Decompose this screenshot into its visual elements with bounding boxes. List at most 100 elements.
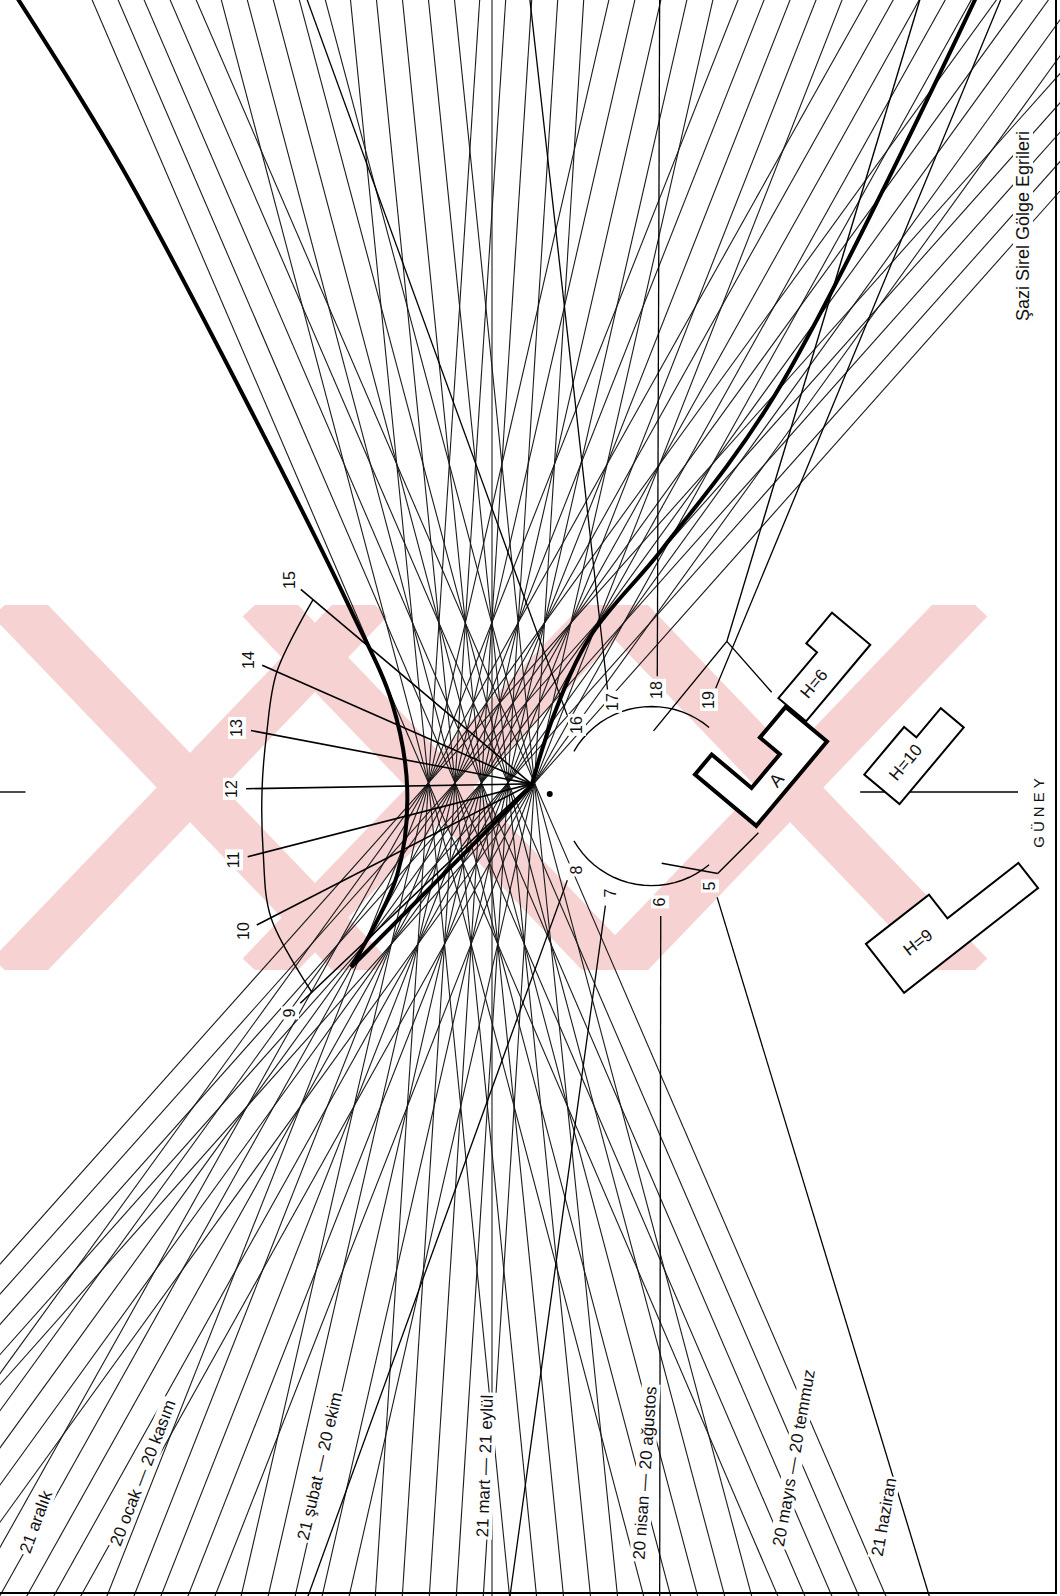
shadow-line (298, 0, 726, 1596)
shadow-line (78, 0, 974, 1596)
hour-number: 6 (651, 895, 669, 908)
hour-number: 14 (240, 649, 258, 671)
guide-line (662, 863, 718, 873)
shadow-line (0, 0, 896, 1596)
hour-number: 18 (648, 679, 666, 701)
shadow-line (483, 0, 584, 1596)
building-plan: H=10 (864, 698, 964, 804)
hour-ray (509, 906, 605, 1596)
hour-arc (262, 600, 313, 993)
shadow-line (376, 0, 537, 1596)
shadow-line (348, 0, 714, 1596)
building-outline (768, 612, 871, 721)
hour-ray (300, 784, 531, 1003)
shadow-line (116, 0, 807, 1596)
hour-ray (257, 784, 532, 925)
shadow-line (24, 0, 922, 1596)
hour-ray (305, 880, 567, 1596)
center-dot (547, 791, 553, 797)
building-plan: H=6 (768, 612, 871, 721)
building-plan: H=9 (866, 839, 1038, 993)
shadow-line (402, 0, 506, 1596)
hour-ray (262, 665, 531, 784)
shadow-line (90, 0, 780, 1596)
hour-ray (248, 784, 532, 857)
envelope-curve (15, 0, 407, 967)
building-outline (866, 839, 1038, 993)
date-label: 20 nisan — 20 ağustos (630, 1384, 661, 1563)
shadow-line (402, 0, 564, 1596)
hour-circle (574, 706, 709, 751)
shadow-line (51, 0, 948, 1596)
author-credit: Şazi Sirel Gölge Egrileri (1013, 129, 1033, 323)
hour-ray (717, 897, 931, 1596)
shadow-line (220, 0, 645, 1596)
shadow-line (168, 0, 861, 1596)
guide-line (0, 791, 25, 792)
hour-number: 13 (228, 717, 246, 739)
hour-circle (574, 841, 709, 886)
shadow-line (428, 0, 591, 1596)
hour-number: 16 (568, 714, 586, 736)
hour-ray (657, 0, 659, 676)
shadow-line (194, 0, 888, 1596)
shadow-line (246, 0, 672, 1596)
shadow-line (0, 0, 1026, 1596)
date-label: 20 mayıs — 20 temmuz (769, 1366, 820, 1550)
hour-ray (305, 0, 567, 715)
hour-ray (660, 916, 661, 1596)
shadow-line (132, 0, 766, 1596)
hour-number: 9 (281, 1006, 299, 1019)
building-outline (864, 698, 964, 804)
hour-number: 19 (700, 689, 718, 711)
hour-number: 15 (281, 569, 299, 591)
building-outline-svg (866, 839, 1038, 993)
hour-ray (301, 589, 532, 784)
hour-number: 17 (604, 692, 622, 714)
shadow-line (0, 0, 1000, 1596)
shadow-line (375, 0, 480, 1596)
shadow-line (0, 0, 870, 1596)
shadow-line (272, 0, 699, 1596)
envelope-curve (531, 0, 977, 786)
shadow-line (213, 0, 844, 1596)
hour-number: 10 (235, 921, 253, 943)
hour-ray (716, 0, 1003, 688)
hour-number: 12 (223, 778, 241, 800)
date-label: 20 ocak — 20 kasım (105, 1395, 180, 1550)
hour-number: 7 (602, 886, 620, 899)
shadow-line (142, 0, 834, 1596)
hour-number: 8 (568, 864, 586, 877)
building-outline (695, 691, 827, 827)
shadow-line (240, 0, 610, 1596)
date-label: 21 haziran (867, 1474, 900, 1559)
hour-number: 5 (701, 879, 719, 892)
date-label: 21 aralık (15, 1486, 57, 1558)
guide-line (727, 0, 921, 641)
direction-label: GÜNEY (1030, 773, 1047, 850)
guide-line (718, 833, 759, 874)
envelope-curve (351, 786, 531, 967)
shadow-line (105, 0, 740, 1596)
hour-number: 11 (225, 850, 243, 871)
date-label: 21 şubat — 20 ekim (293, 1388, 346, 1543)
shadow-line (159, 0, 792, 1596)
hour-ray (251, 730, 531, 783)
guide-line (727, 641, 772, 692)
shadow-line (324, 0, 753, 1596)
shadow-line (491, 0, 492, 1596)
hour-ray (529, 0, 607, 689)
date-label: 21 mart — 21 eylül (473, 1392, 497, 1539)
